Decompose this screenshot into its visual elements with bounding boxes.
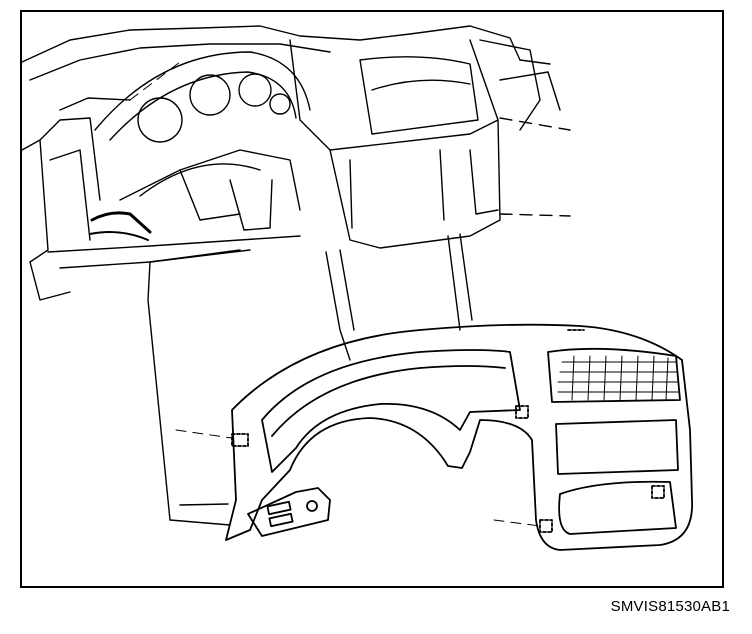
- figure-caption: SMVIS81530AB1: [610, 598, 730, 615]
- alignment-lines: [129, 61, 541, 527]
- vent-grille: [557, 355, 679, 401]
- diagram-frame: [20, 10, 724, 588]
- cluster-trim-bezel: [225, 323, 693, 551]
- dashboard-assembly: [21, 25, 571, 526]
